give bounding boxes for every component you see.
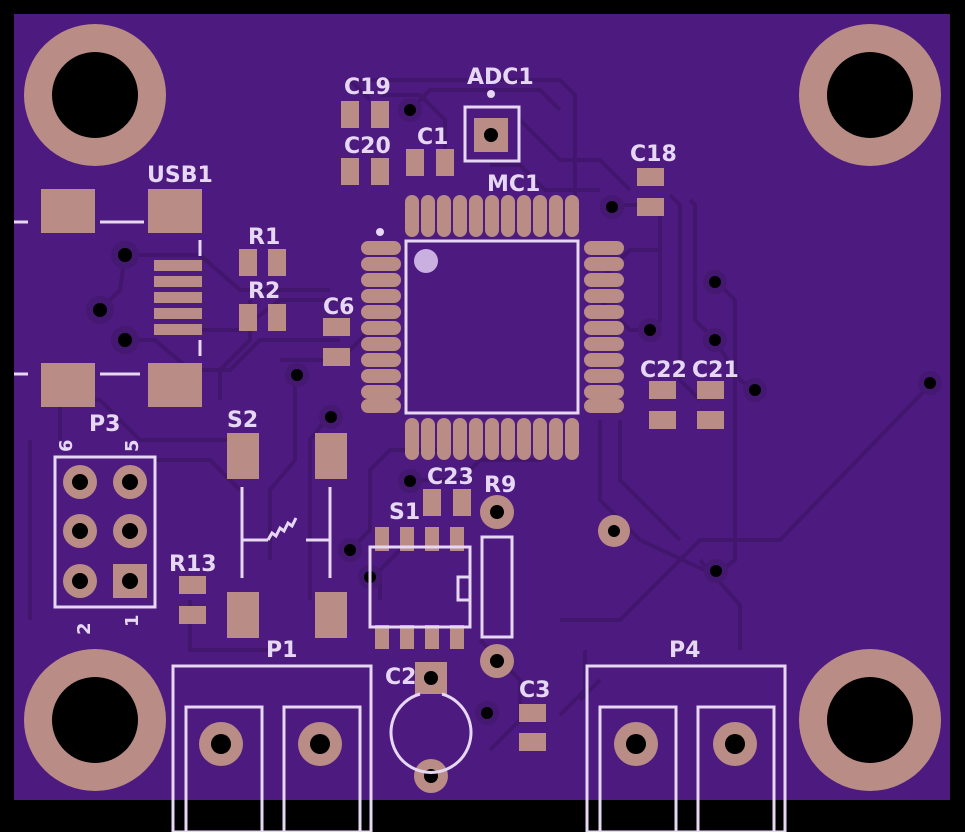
c18-pad [637, 168, 664, 186]
label-c18: C18 [630, 142, 677, 167]
usb1-shield-pad [41, 363, 95, 407]
mc1-pads-top [405, 195, 579, 237]
label-s2: S2 [227, 408, 258, 433]
r1-pad [268, 249, 286, 276]
c18-pad [637, 198, 664, 216]
mounting-hole-drill [827, 52, 913, 138]
c22-pad [649, 411, 676, 429]
label-usb1: USB1 [147, 163, 213, 188]
c3-pad [519, 733, 546, 751]
mc1-pads-left [361, 241, 401, 413]
label-adc1: ADC1 [467, 65, 534, 90]
label-p1: P1 [266, 638, 297, 663]
c3-pad [519, 704, 546, 722]
label-c3: C3 [519, 678, 550, 703]
s2-pad [315, 592, 347, 638]
mc1-pads [361, 195, 624, 460]
c20-pad [371, 158, 389, 185]
usb1-signal-pad [154, 308, 202, 319]
label-p3-pin1: 1 [122, 614, 143, 627]
r2-pad [268, 304, 286, 331]
label-s1: S1 [389, 500, 420, 525]
c21-pad [697, 381, 724, 399]
mc1-pads-right [584, 241, 624, 413]
usb1-shield-pad [41, 189, 95, 233]
c1-pad [436, 149, 454, 176]
c19-pad [371, 101, 389, 128]
smd-pads [41, 101, 724, 751]
label-p3-pin5: 5 [122, 439, 143, 452]
mounting-holes [24, 24, 941, 791]
c21-pad [697, 411, 724, 429]
c1-pad [406, 149, 424, 176]
label-c1: C1 [417, 125, 448, 150]
c6-pad [323, 318, 350, 336]
usb1-shield-pad [148, 189, 202, 233]
s2-pad [227, 592, 259, 638]
c23-pad [423, 489, 441, 516]
mc1-pin1-marker [414, 249, 438, 273]
mounting-hole-drill [52, 52, 138, 138]
r1-pad [239, 249, 257, 276]
s2-actuator-mark [266, 517, 298, 541]
label-c23: C23 [427, 465, 474, 490]
c23-pad [453, 489, 471, 516]
p3-header-pads [63, 465, 147, 598]
r13-pad [179, 576, 206, 594]
label-c6: C6 [323, 295, 354, 320]
r2-pad [239, 304, 257, 331]
label-p4: P4 [669, 638, 700, 663]
usb1-shield-pad [148, 363, 202, 407]
silkscreen [14, 105, 787, 832]
label-mc1: MC1 [487, 172, 540, 197]
label-r9: R9 [484, 473, 516, 498]
label-c21: C21 [692, 358, 739, 383]
label-r1: R1 [248, 225, 280, 250]
label-p3: P3 [89, 412, 120, 437]
label-r2: R2 [248, 279, 280, 304]
label-c22: C22 [640, 358, 687, 383]
usb1-signal-pad [154, 276, 202, 287]
mounting-hole-drill [52, 677, 138, 763]
s2-pad [227, 433, 259, 479]
c19-pad [341, 101, 359, 128]
label-c19: C19 [344, 75, 391, 100]
usb1-signal-pad [154, 324, 202, 335]
mounting-hole-drill [827, 677, 913, 763]
label-c20: C20 [344, 134, 391, 159]
adc1-pin1-dot [487, 90, 495, 98]
mc1-pads-bottom [405, 418, 579, 460]
r13-pad [179, 606, 206, 624]
label-r13: R13 [169, 552, 217, 577]
label-p3-pin2: 2 [74, 622, 95, 635]
through-hole-pads [63, 118, 757, 793]
label-p3-pin6: 6 [56, 439, 77, 452]
c20-pad [341, 158, 359, 185]
usb1-signal-pad [154, 292, 202, 303]
mc1-pin1-dot [376, 228, 384, 236]
label-c2: C2 [385, 665, 416, 690]
c22-pad [649, 381, 676, 399]
s2-pad [315, 433, 347, 479]
c6-pad [323, 348, 350, 366]
reference-labels: C19 ADC1 C20 C1 C18 MC1 USB1 R1 R2 C6 C2… [56, 65, 739, 703]
usb1-signal-pad [154, 260, 202, 271]
